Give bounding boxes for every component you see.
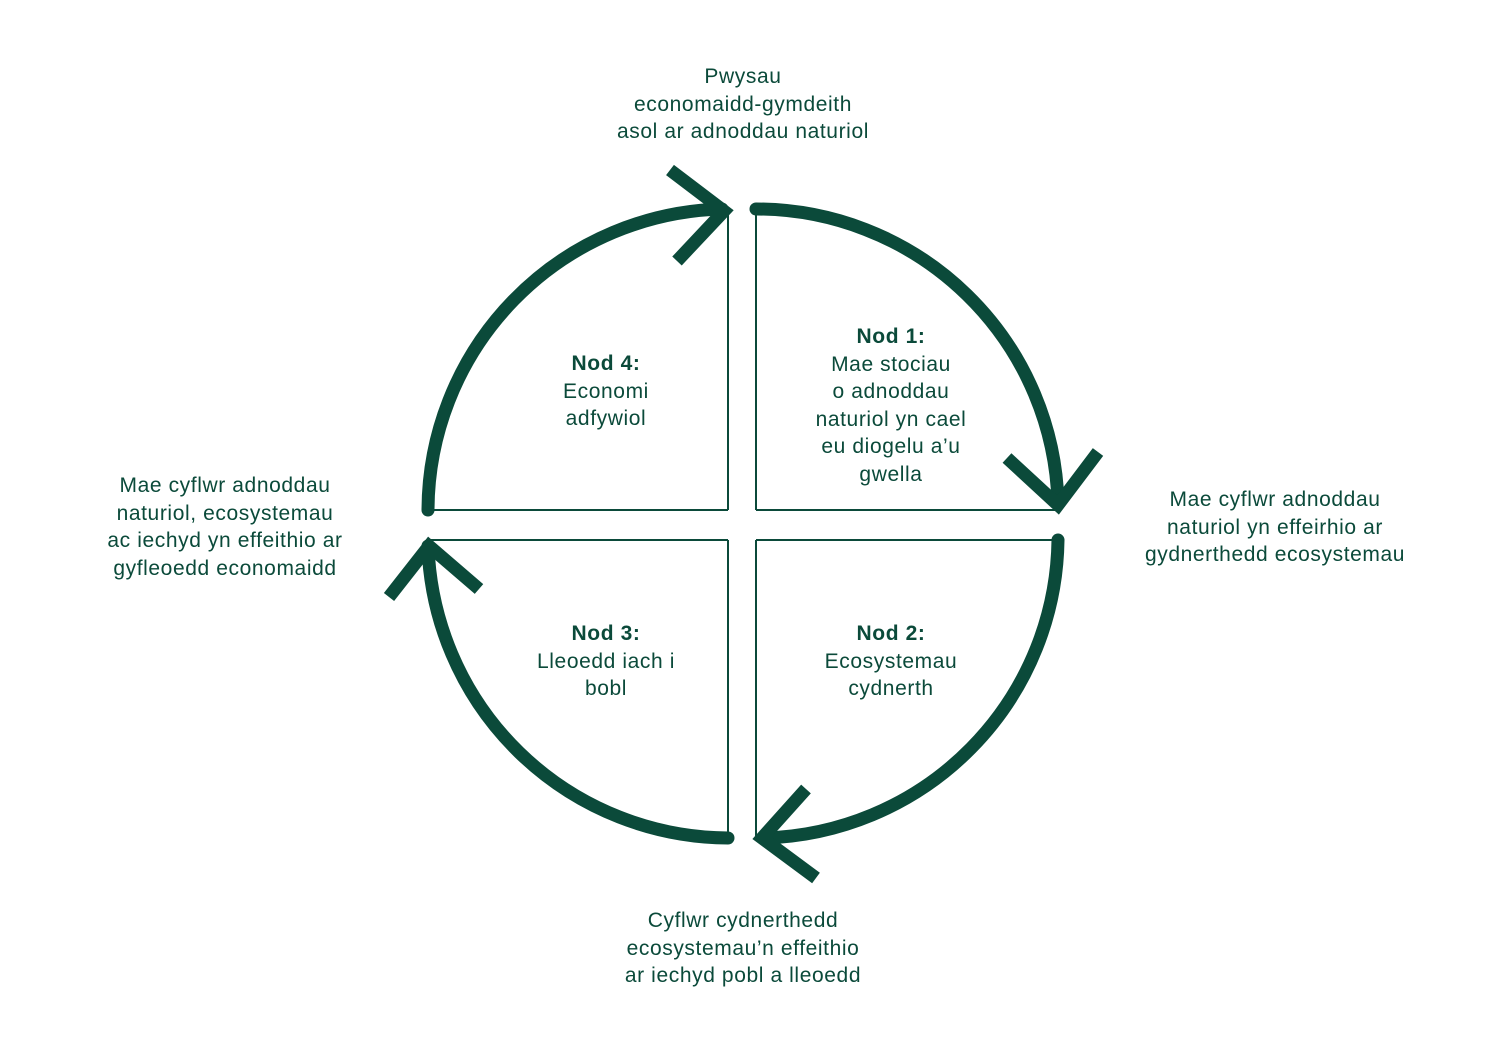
flow-label-line: naturiol yn effeirhio ar	[1167, 515, 1383, 539]
flow-label-top: Pwysau economaidd-gymdeith asol ar adnod…	[560, 63, 926, 146]
goal-text-line: cydnerth	[848, 677, 934, 700]
flow-label-line: ac iechyd yn effeithio ar	[107, 529, 343, 552]
goal-text-line: Economi	[563, 379, 649, 403]
goal-text-line: Lleoedd iach i	[537, 649, 675, 673]
flow-label-line: Mae cyflwr adnoddau	[1169, 488, 1381, 511]
goal-text-line: adfywiol	[565, 407, 647, 430]
arrowhead-icon-left	[383, 536, 484, 602]
arc-top-right	[749, 202, 1065, 510]
goal-title: Nod 2:	[856, 622, 926, 645]
arrowhead-icon-right	[1002, 448, 1104, 515]
flow-label-right: Mae cyflwr adnoddau naturiol yn effeirhi…	[1110, 486, 1440, 569]
flow-label-line: naturiol, ecosystemau	[116, 501, 334, 525]
arc-bottom-left	[421, 539, 735, 845]
flow-label-line: economaidd-gymdeith	[633, 92, 853, 116]
flow-label-line: gyfleoedd economaidd	[113, 556, 337, 580]
goal-text-line: o adnoddau	[832, 380, 950, 403]
goal-text-line: Mae stociau	[831, 352, 951, 376]
flow-label-line: Cyflwr cydnerthedd	[647, 909, 839, 932]
goal-title: Nod 1:	[856, 325, 926, 348]
flow-label-line: Pwysau	[704, 65, 782, 88]
arc-bottom-right	[757, 533, 1065, 845]
goal-text-line: Ecosystemau	[824, 649, 958, 673]
goal-2-label: Nod 2: Ecosystemau cydnerth	[775, 620, 1007, 703]
flow-label-line: Mae cyflwr adnoddau	[119, 474, 331, 497]
arc-top-left	[421, 202, 729, 517]
flow-label-bottom: Cyflwr cydnerthedd ecosystemau’n effeith…	[560, 907, 926, 990]
flow-label-line: ar iechyd pobl a lleoedd	[624, 964, 862, 987]
flow-label-line: ecosystemau’n effeithio	[626, 936, 860, 960]
flow-label-line: gydnerthedd ecosystemau	[1144, 543, 1406, 566]
goal-title: Nod 3:	[571, 622, 641, 645]
goal-4-label: Nod 4: Economi adfywiol	[490, 350, 722, 433]
goal-title: Nod 4:	[571, 352, 641, 375]
arrowhead-icon-top	[666, 164, 734, 266]
flow-label-left: Mae cyflwr adnoddau naturiol, ecosystema…	[62, 472, 388, 582]
goal-1-label: Nod 1: Mae stociau o adnoddau naturiol y…	[775, 323, 1007, 488]
goal-3-label: Nod 3: Lleoedd iach i bobl	[490, 620, 722, 703]
goal-text-line: gwella	[859, 462, 923, 486]
goal-text-line: bobl	[584, 677, 628, 700]
arrowhead-icon-bottom	[752, 784, 820, 884]
goal-text-line: eu diogelu a’u	[821, 435, 961, 458]
flow-label-line: asol ar adnoddau naturiol	[616, 120, 869, 143]
goal-text-line: naturiol yn cael	[815, 407, 967, 431]
